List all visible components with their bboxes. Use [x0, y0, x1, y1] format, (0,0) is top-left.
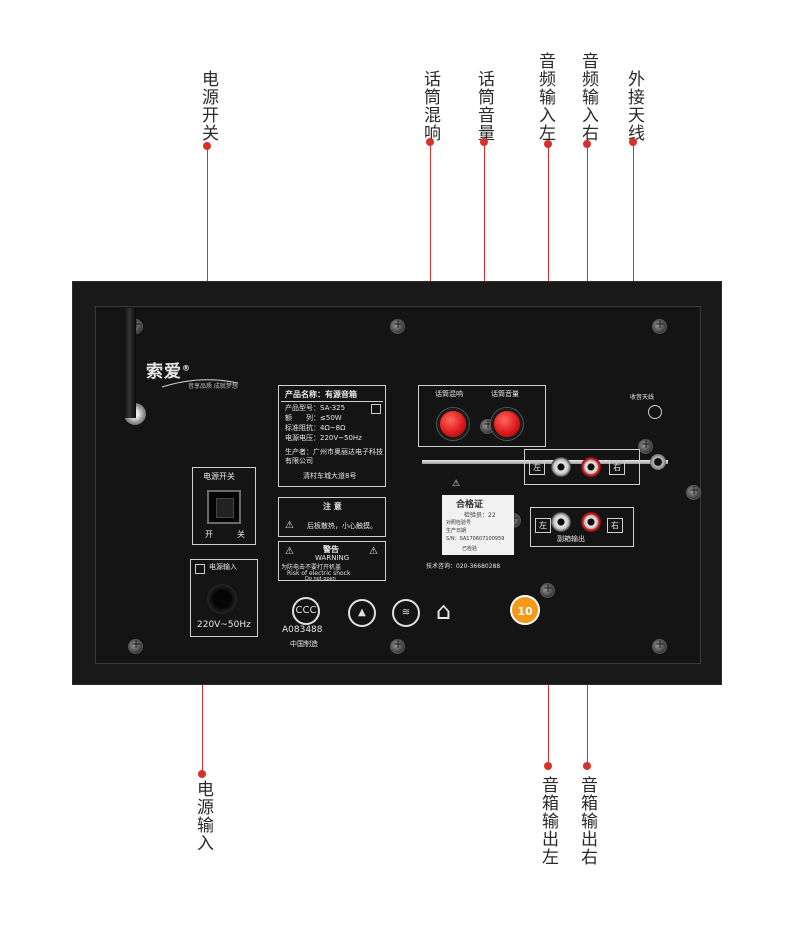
audio-in-right-jack[interactable]: [581, 457, 601, 477]
brand-slogan: 音享品质 成就梦想: [188, 383, 238, 390]
callout-power-switch: 电源开关: [198, 70, 218, 142]
double-insulation-icon: [371, 404, 381, 414]
screw-icon: [652, 637, 667, 654]
callout-audio-in-left: 音频输入左: [535, 52, 555, 142]
spec-maker: 生产者：广州市奥丽达电子科技有限公司: [285, 448, 383, 465]
callout-audio-in-right: 音频输入右: [578, 52, 598, 142]
callout-power-input: 电源输入: [193, 780, 213, 852]
spec-title: 产品名称：有源音箱: [285, 390, 357, 399]
spec-row: 额 列：≤50W: [285, 414, 342, 422]
warning-triangle-icon: ⚠: [285, 546, 294, 557]
recycle-badge-icon: 10: [510, 595, 540, 625]
brand-swoosh-icon: [161, 379, 239, 388]
speaker-output-panel: 左 右 副箱输出: [530, 507, 634, 547]
notice-title: 注 意: [323, 502, 342, 511]
right-tag: 右: [609, 460, 625, 475]
switch-on-label: 开: [205, 530, 213, 539]
square-icon: [195, 564, 205, 574]
mic-volume-knob[interactable]: [491, 408, 523, 440]
callout-dot: [583, 762, 591, 770]
callout-line: [484, 142, 485, 394]
power-cord: [124, 308, 136, 418]
mic-volume-label: 话筒音量: [491, 390, 519, 398]
callout-external-antenna: 外接天线: [624, 70, 644, 142]
spec-row: 标准阻抗：4Ω~8Ω: [285, 424, 346, 432]
left-tag: 左: [529, 460, 545, 475]
screw-icon: [638, 437, 653, 454]
screw-icon: [390, 637, 405, 654]
speaker-out-left-jack[interactable]: [551, 512, 571, 532]
speaker-output-label: 副箱输出: [557, 535, 585, 543]
screw-icon: [540, 581, 555, 598]
certificate-sticker: 合格证 检验员：22 对照检验号 生产日期 S/N：SA170607100959…: [442, 495, 514, 555]
screw-icon: [390, 317, 405, 334]
warning-en-line2: Do not open: [305, 576, 336, 582]
certificate-line: S/N：SA170607100959: [446, 536, 505, 542]
power-input-title: 电源输入: [209, 563, 237, 571]
ccc-code: A083488: [282, 625, 323, 635]
service-phone: 技术咨询：020-36680288: [426, 563, 501, 570]
warning-label: ⚠ 警告 WARNING ⚠ 为防电击不要打开机盖 Risk of electr…: [278, 541, 386, 582]
spec-row: 电源电压：220V~50Hz: [285, 434, 362, 442]
left-tag: 左: [535, 518, 551, 533]
ccc-mark-icon: CCC: [292, 597, 320, 625]
certificate-line: 生产日期: [446, 528, 467, 534]
made-in-label: 中国制造: [290, 640, 318, 648]
power-cord-socket[interactable]: [207, 584, 237, 614]
callout-speaker-out-left: 音箱输出左: [538, 776, 558, 866]
right-tag: 右: [607, 518, 623, 533]
mic-knob-panel: 话筒混响 话筒音量: [418, 385, 546, 447]
certificate-title: 合格证: [456, 500, 484, 510]
warning-title: 警告: [323, 545, 339, 554]
spec-address: 清村车城大道8号: [303, 472, 357, 480]
switch-off-label: 关: [237, 530, 245, 539]
power-input-panel: 电源输入 220V~50Hz: [190, 559, 258, 637]
back-panel: 索爱® 音享品质 成就梦想 电源开关 开 关 电源输入 220V~50Hz 产品…: [95, 306, 701, 664]
antenna-label: 收音天线: [630, 394, 655, 401]
certificate-line: 对照检验号: [446, 520, 472, 526]
shock-triangle-icon: ⚠: [369, 546, 378, 557]
warning-cn: 为防电击不要打开机盖: [281, 564, 342, 571]
antenna-jack-icon: [648, 405, 662, 419]
callout-line: [430, 142, 431, 394]
callout-dot: [198, 770, 206, 778]
power-switch-rocker[interactable]: [207, 490, 241, 524]
mic-echo-knob[interactable]: [437, 408, 469, 440]
certificate-inspector: 检验员：22: [464, 512, 496, 519]
energy-mark-icon: ▲: [348, 599, 376, 627]
power-switch-panel: 电源开关 开 关: [192, 467, 256, 545]
screw-icon: [128, 637, 143, 654]
callout-speaker-out-right: 音箱输出右: [577, 776, 597, 866]
screw-icon: [686, 483, 701, 500]
antenna-socket[interactable]: [650, 454, 666, 470]
radio-antenna-rod: [422, 460, 668, 464]
callout-mic-volume: 话筒音量: [474, 70, 494, 142]
speaker-cabinet: 索爱® 音享品质 成就梦想 电源开关 开 关 电源输入 220V~50Hz 产品…: [72, 281, 722, 685]
mic-echo-label: 话筒混响: [435, 390, 463, 398]
warning-en: WARNING: [315, 554, 350, 562]
speaker-out-right-jack[interactable]: [581, 512, 601, 532]
brand-logo: 索爱®: [146, 362, 191, 382]
audio-in-left-jack[interactable]: [551, 457, 571, 477]
heat-mark-icon: ≋: [392, 599, 420, 627]
power-rating: 220V~50Hz: [197, 620, 251, 630]
caution-triangle-icon: ⚠: [452, 479, 461, 489]
spec-row: 产品型号：SA-325: [285, 404, 346, 412]
spec-label: 产品名称：有源音箱 产品型号：SA-325 额 列：≤50W 标准阻抗：4Ω~8…: [278, 385, 386, 487]
switch-panel-title: 电源开关: [203, 472, 235, 481]
notice-label: 注 意 ⚠ 后板散热，小心触摸。: [278, 497, 386, 537]
hot-surface-icon: ⚠: [285, 520, 294, 531]
callout-mic-echo: 话筒混响: [420, 70, 440, 142]
callout-dot: [544, 762, 552, 770]
warning-en-line1: Risk of electric shock: [287, 570, 351, 577]
audio-input-panel: 左 右: [524, 449, 640, 485]
certificate-footer: 已检验: [462, 546, 478, 552]
screw-icon: [652, 317, 667, 334]
indoor-use-icon: ⌂: [436, 597, 452, 625]
notice-text: 后板散热，小心触摸。: [307, 522, 377, 530]
